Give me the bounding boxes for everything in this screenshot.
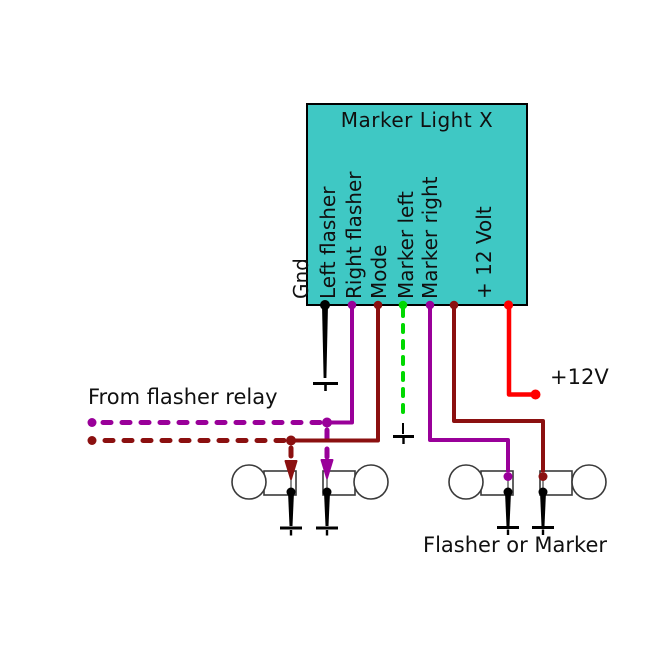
right-flasher-pin-dot xyxy=(373,300,383,310)
bulb-right-pair-left xyxy=(448,464,514,500)
ground-symbol-mode xyxy=(393,423,414,444)
module-box xyxy=(306,103,528,306)
pin-label-left-flasher: Left flasher xyxy=(316,186,340,299)
gnd-wire xyxy=(313,300,338,391)
supply-12v-label: +12V xyxy=(550,365,609,389)
left-flasher-wire xyxy=(95,305,354,460)
bulb-left-pair-right xyxy=(322,464,389,500)
darkred-terminal-dot xyxy=(538,472,548,481)
from-flasher-relay-label: From flasher relay xyxy=(88,385,278,409)
pin-label-marker-right: Marker right xyxy=(418,176,442,299)
purple-terminal-dot xyxy=(503,472,513,481)
purple-wire-end-dot xyxy=(87,418,97,427)
darkred-arrow-down xyxy=(284,460,298,480)
ground-symbol-bulb2 xyxy=(316,526,338,536)
darkred-wire-end-dot xyxy=(87,436,97,445)
pin-label-marker-left: Marker left xyxy=(394,191,418,299)
pin-label-right-flasher: Right flasher xyxy=(342,171,366,300)
mode-wire xyxy=(393,300,414,444)
supply-wire xyxy=(503,300,541,400)
supply-end-dot xyxy=(530,389,541,400)
module-title: Marker Light X xyxy=(340,108,494,132)
purple-junction-dot xyxy=(322,417,332,428)
left-flasher-pin-dot xyxy=(347,300,357,310)
marker-right-wire xyxy=(449,300,548,481)
purple-arrow-down xyxy=(320,459,334,479)
flasher-or-marker-label: Flasher or Marker xyxy=(423,533,608,557)
ground-symbol-bulb4 xyxy=(532,526,554,535)
ground-symbol-bulb1 xyxy=(280,526,302,536)
pin-label-mode: Mode xyxy=(367,244,391,300)
bulb-left-pair-left xyxy=(231,464,297,500)
pin-label-gnd: Gnd xyxy=(289,258,313,299)
darkred-junction-dot xyxy=(286,435,296,446)
ground-symbol-main xyxy=(313,382,338,391)
pin-label-12volt: + 12 Volt xyxy=(472,206,496,299)
bulb-right-pair-right xyxy=(539,464,607,500)
ground-symbol-bulb3 xyxy=(497,526,519,535)
mode-pin-dot xyxy=(398,300,408,310)
right-flasher-wire xyxy=(95,305,380,460)
bulb-ground-terminals xyxy=(280,487,554,536)
marker-left-wire xyxy=(425,300,513,481)
